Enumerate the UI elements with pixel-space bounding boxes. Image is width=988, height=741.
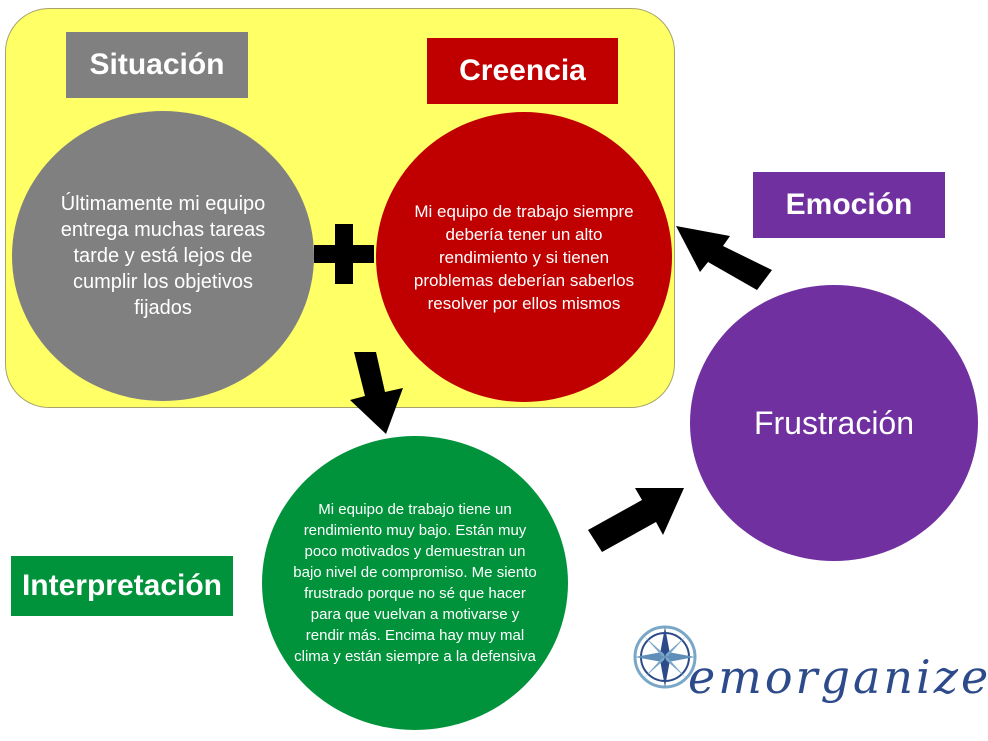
situacion-label: Situación — [66, 32, 248, 98]
interpretacion-circle: Mi equipo de trabajo tiene un rendimient… — [262, 436, 568, 730]
emocion-label-text: Emoción — [785, 188, 913, 221]
frustracion-text: Frustración — [753, 404, 915, 441]
creencia-label-text: Creencia — [459, 54, 586, 87]
interpretacion-label: Interpretación — [11, 556, 233, 616]
situacion-label-text: Situación — [89, 48, 225, 81]
emorganizer-logo: emorganizer — [628, 622, 988, 722]
creencia-circle: Mi equipo de trabajo siempre debería ten… — [376, 112, 672, 402]
creencia-label: Creencia — [427, 38, 618, 104]
up-left-arrow-icon — [676, 226, 772, 290]
emocion-label: Emoción — [753, 172, 945, 238]
down-arrow-icon — [350, 352, 403, 434]
situacion-text: Últimamente mi equipo entrega muchas tar… — [60, 193, 266, 319]
logo-text: emorganizer — [688, 650, 988, 704]
compass-icon — [633, 625, 697, 689]
situacion-circle: Últimamente mi equipo entrega muchas tar… — [12, 111, 314, 401]
up-right-arrow-icon — [588, 488, 684, 552]
frustracion-circle: Frustración — [690, 285, 978, 561]
creencia-text: Mi equipo de trabajo siempre debería ten… — [413, 201, 635, 313]
interpretacion-label-text: Interpretación — [21, 569, 223, 602]
plus-icon — [314, 224, 374, 284]
interpretacion-text: Mi equipo de trabajo tiene un rendimient… — [293, 501, 537, 665]
